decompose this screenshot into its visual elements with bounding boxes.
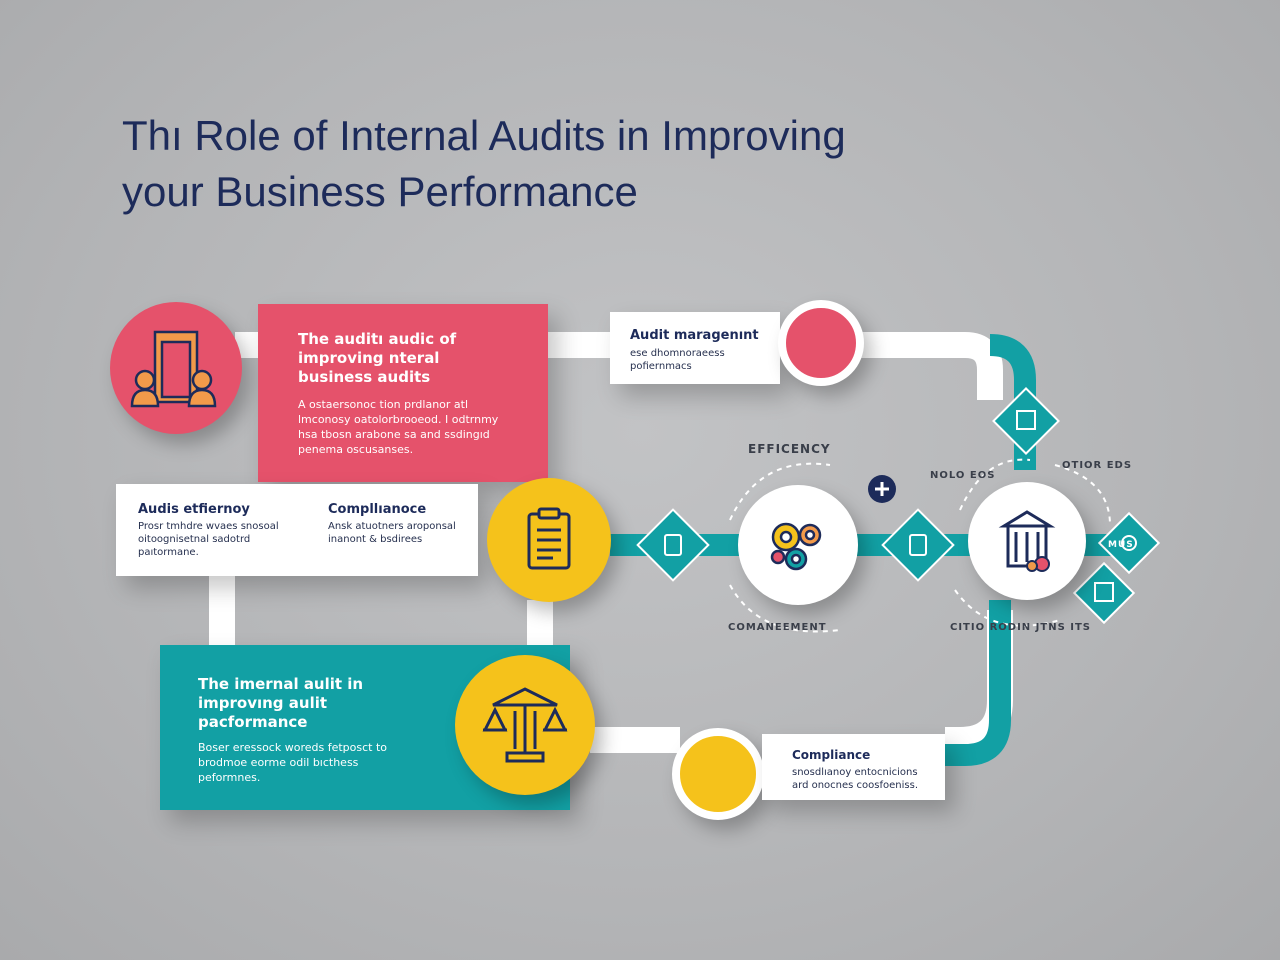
label-bottom-right: CITIO RODIN JTNS ITS	[950, 622, 1091, 633]
yellow-ring-circle	[672, 728, 764, 820]
hub-center	[738, 485, 858, 605]
efficiency-block: Audis etfiernoy Prosr tmhdre wvaes snoso…	[138, 502, 298, 559]
hub-right	[968, 482, 1086, 600]
diamond-node-top	[992, 387, 1060, 455]
arc-right-right	[1054, 464, 1111, 526]
diamond-node-2	[881, 508, 955, 582]
yellow-circle-bottom	[455, 655, 595, 795]
page-title: Thı Role of Internal Audits in Improving…	[122, 108, 1082, 220]
title-line-1: Thı Role of Internal Audits in Improving	[122, 112, 846, 159]
card-audit-management: Audit maragenınt ese dhomnoraeess pofier…	[610, 312, 780, 384]
user-icon	[1121, 535, 1137, 551]
compliance-bottom-heading: Compliance	[792, 748, 871, 762]
label-efficiency: EFFICENCY	[748, 442, 831, 456]
people-door-icon	[130, 330, 217, 408]
document-icon	[664, 534, 682, 556]
compliance-left-body: Ansk atuotners aroponsal inanont & bsdir…	[328, 521, 456, 545]
gears-icon	[770, 522, 822, 571]
chart-icon	[1094, 582, 1114, 602]
card-red-heading: The auditı audic of improving nteral bus…	[298, 330, 457, 386]
title-line-2: your Business Performance	[122, 168, 638, 215]
checklist-icon	[909, 534, 927, 556]
label-end: MUS	[1108, 540, 1134, 550]
compliance-left-heading: Compllıanoce	[328, 502, 427, 517]
card-red-body: A ostaersonoc tion prdlanor atl lmconosy…	[298, 398, 499, 456]
efficiency-body: Prosr tmhdre wvaes snosoal oitoognisetna…	[138, 521, 279, 558]
yellow-circle-top	[487, 478, 611, 602]
building-icon	[998, 510, 1056, 572]
plus-icon	[868, 475, 896, 503]
diamond-node-end	[1097, 511, 1161, 575]
audit-management-heading: Audit maragenınt	[630, 328, 759, 343]
connector-top-right	[860, 332, 1003, 400]
compliance-bottom-body: snosdlıanoy entocnicions ard onocnes coo…	[792, 767, 918, 791]
red-ring-circle	[778, 300, 864, 386]
diamond-node-bottom	[1072, 561, 1136, 625]
efficiency-heading: Audis etfiernoy	[138, 502, 250, 517]
compliance-left-block: Compllıanoce Ansk atuotners aroponsal in…	[328, 502, 458, 546]
red-circle	[110, 302, 242, 434]
card-compliance-bottom: Compliance snosdlıanoy entocnicions ard …	[762, 734, 945, 800]
audit-management-body: ese dhomnoraeess pofiernmacs	[630, 348, 725, 372]
card-teal-body: Boser eressock woreds fetposct to brodmo…	[198, 741, 387, 784]
diamond-node-1	[636, 508, 710, 582]
label-right-left: NOLO EOS	[930, 470, 996, 481]
label-management: COMANEEMENT	[728, 622, 827, 633]
scales-icon	[482, 687, 568, 763]
arc-management	[729, 584, 841, 633]
card-teal-heading: The imernal aulit in improvıng aulit pac…	[198, 675, 364, 731]
calendar-icon	[1016, 410, 1036, 430]
clipboard-icon	[527, 507, 571, 570]
arc-right-left	[959, 458, 1031, 511]
label-right-right: OTIOR EDS	[1062, 460, 1133, 471]
arc-efficiency	[729, 462, 831, 521]
teal-path-top-right	[989, 334, 1036, 470]
card-efficiency-compliance: Audis etfiernoy Prosr tmhdre wvaes snoso…	[116, 484, 478, 576]
teal-path-bottom-right	[945, 600, 1011, 766]
arc-right-bottom	[954, 589, 1061, 627]
card-red: The auditı audic of improving nteral bus…	[258, 304, 548, 482]
